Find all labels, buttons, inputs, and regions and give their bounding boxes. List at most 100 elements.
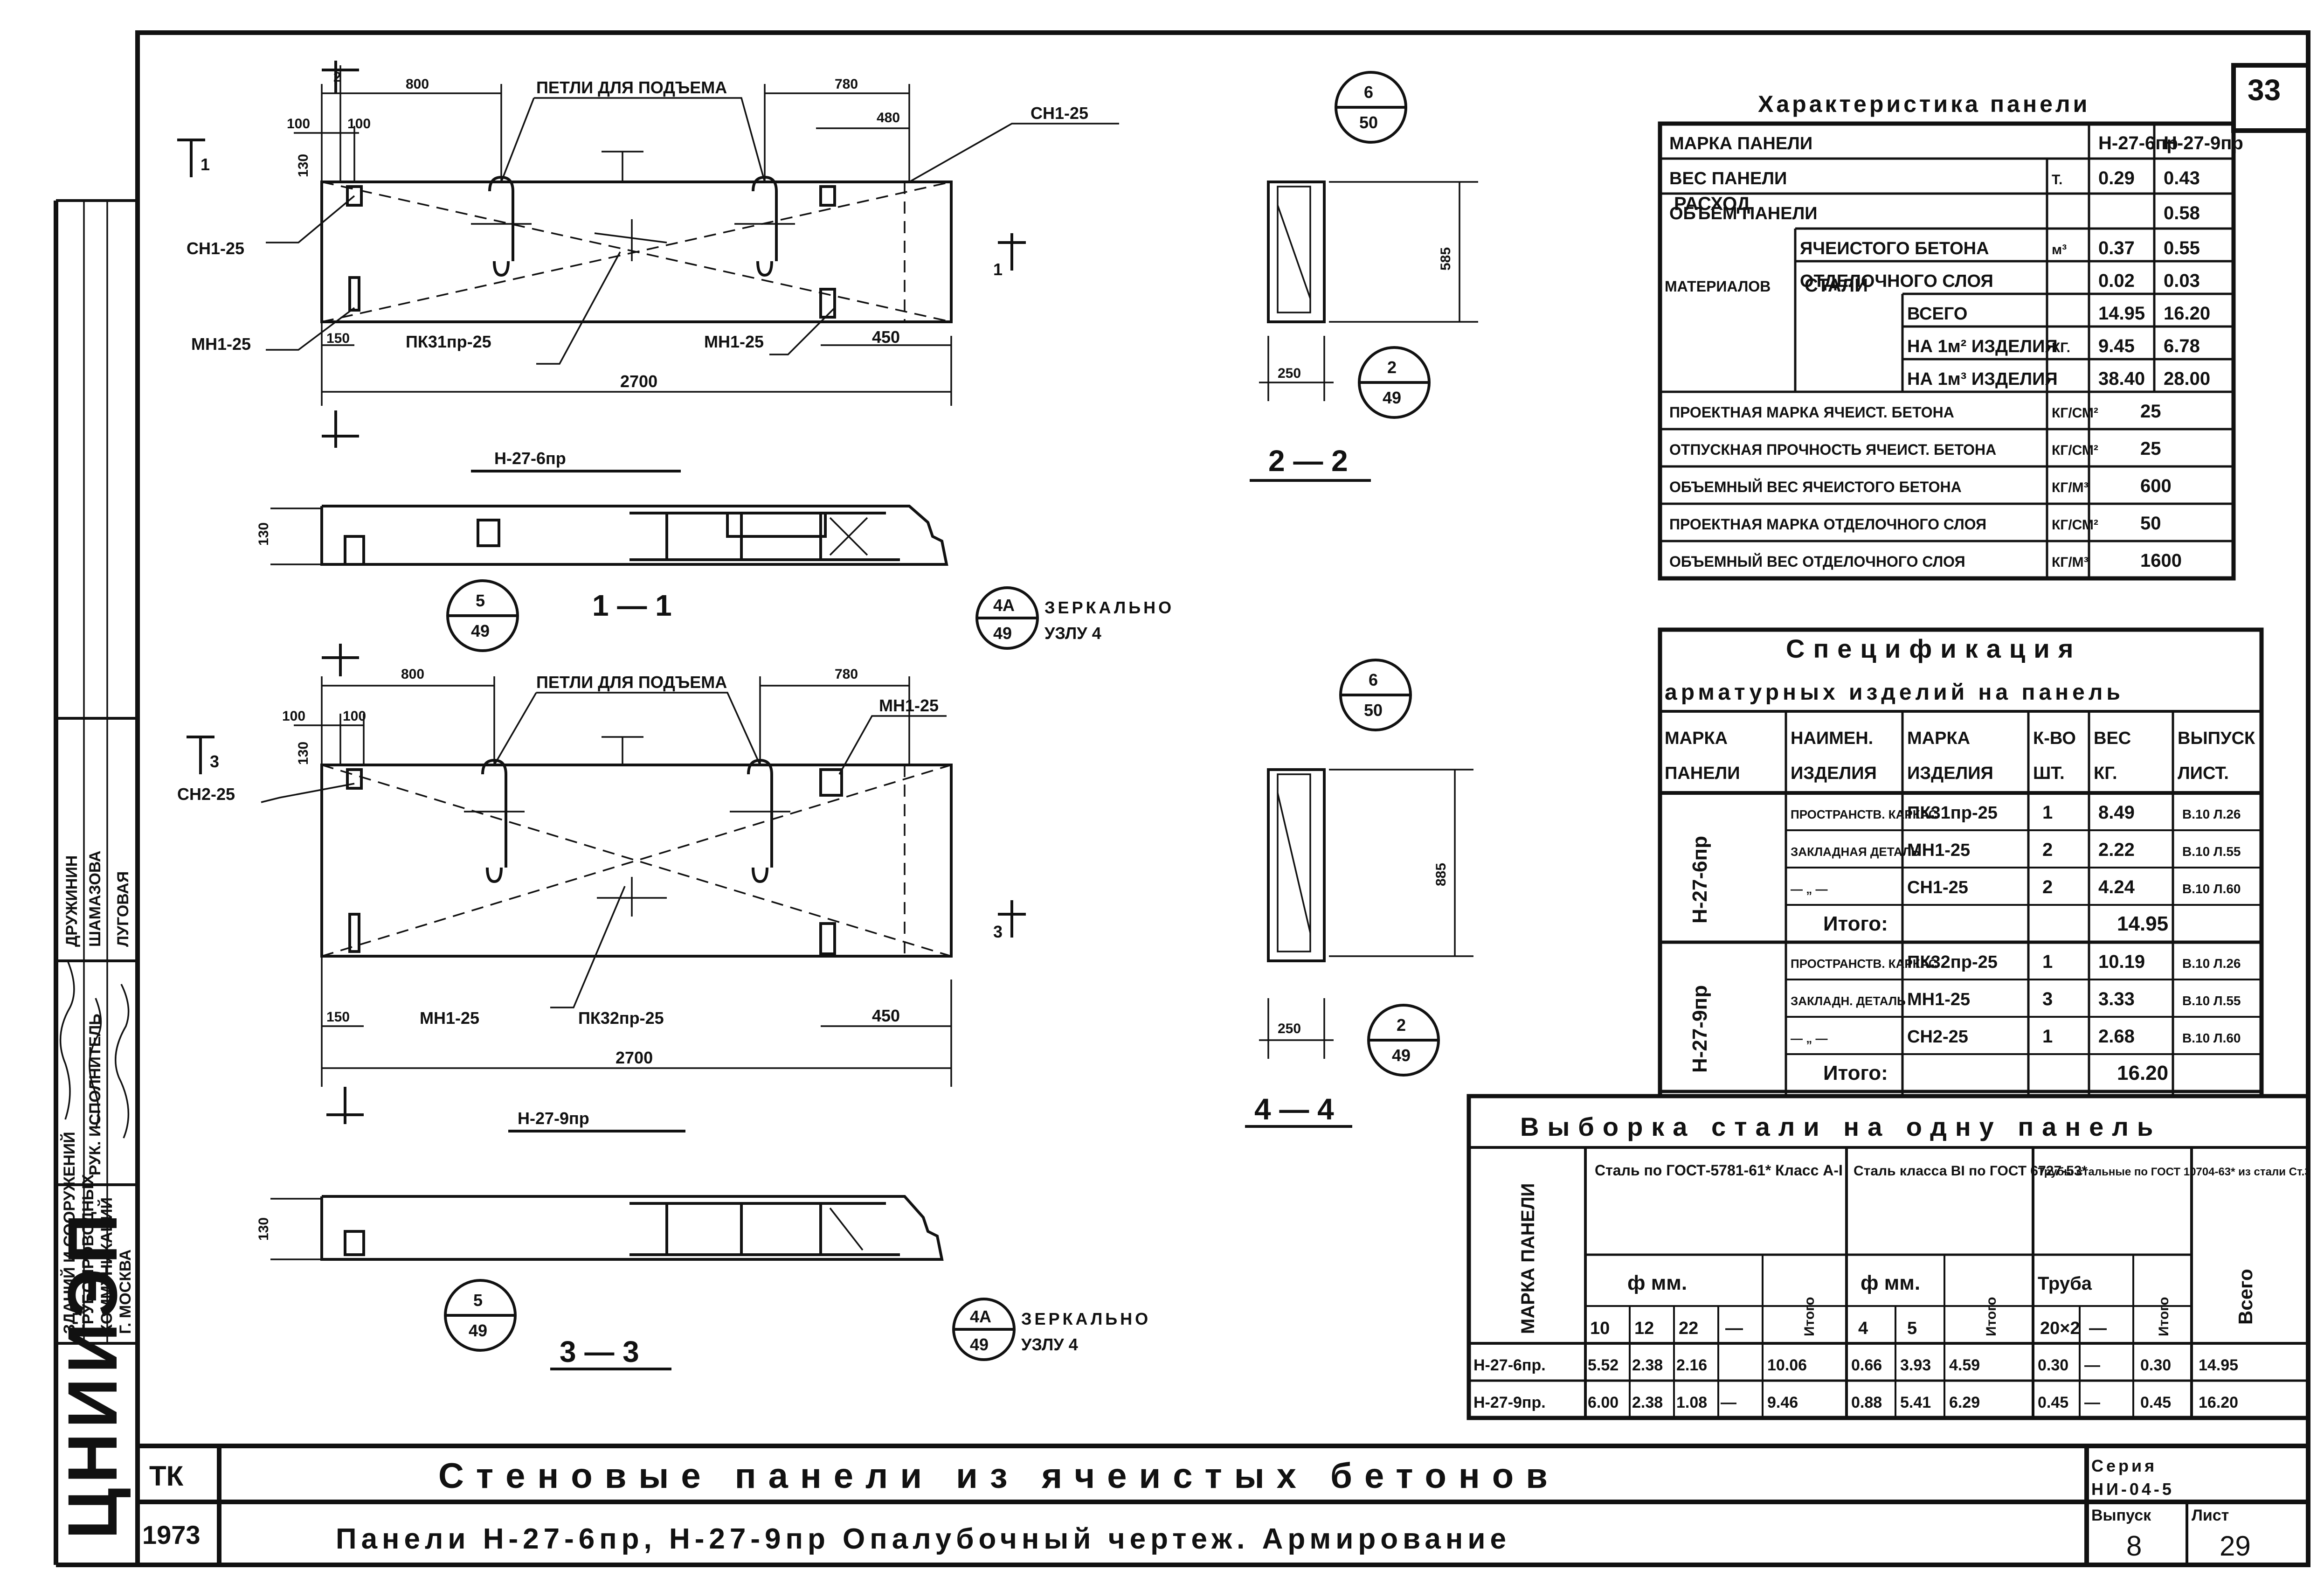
bubble-text: 2 [1387, 358, 1397, 377]
steel-grp1: Сталь по ГОСТ-5781-61* Класс А-I [1595, 1162, 1843, 1179]
left-stamp: ЦНИИЭП ЗДАНИЙ И СООРУЖЕНИЙ ТРУБОПРОВОДНЫ… [53, 201, 138, 1539]
node-text-top: УЗЛУ 4 [1044, 624, 1101, 643]
spec-title: Спецификация [1786, 634, 2082, 663]
steel-cell: 0.88 [1851, 1394, 1882, 1411]
steel-grp2: Сталь класса ВI по ГОСТ 6727-53* [1854, 1163, 2087, 1179]
spec-item-weight: 3.33 [2098, 989, 2135, 1009]
bubble-4a-49-bottom: 4А 49 ЗЕРКАЛЬНО УЗЛУ 4 [952, 1298, 1151, 1361]
dim-885: 885 [1433, 863, 1449, 886]
p2-dim-780: 780 [835, 667, 858, 682]
tb-sheet-value: 29 [2220, 1530, 2251, 1562]
p1-dim-2700: 2700 [620, 372, 657, 391]
p1-dim-100b: 100 [347, 116, 371, 132]
panel2-loop-right [730, 758, 790, 883]
char-row-val2: Н-27-9пр [2164, 133, 2243, 153]
panel2-mn1-top [819, 768, 843, 797]
stamp-name-3: ЛУГОВАЯ [114, 871, 132, 947]
mirror-text-bottom: ЗЕРКАЛЬНО [1021, 1309, 1151, 1328]
p2-dim-100b: 100 [343, 709, 366, 724]
p2-label-pk: ПК32пр-25 [578, 1008, 664, 1028]
dim-585: 585 [1438, 247, 1453, 271]
p1-side-dim: 130 [256, 522, 271, 546]
p1-dim-150: 150 [326, 331, 350, 346]
char-row-label: ОТДЕЛОЧНОГО СЛОЯ [1800, 271, 1993, 291]
p1-dim-480: 480 [877, 110, 900, 125]
steel-phi-2: ф мм. [1861, 1271, 1920, 1294]
spec-item-mark: ПК32пр-25 [1907, 952, 1998, 972]
spec-group-mark: Н-27-6пр [1688, 836, 1711, 924]
char-table-border [1658, 121, 2236, 581]
p2-dim-2700: 2700 [616, 1048, 653, 1067]
char-row-unit: КГ/СМ² [2052, 443, 2098, 458]
panel1-ch1-left [346, 185, 363, 207]
spec-item-mark: СН2-25 [1907, 1027, 1968, 1047]
panel1-ch1-right [819, 185, 836, 207]
spec-header: ВЕС [2094, 729, 2131, 748]
steel-cell: — [2084, 1394, 2100, 1411]
p1-cut-mark2: 1 [993, 260, 1003, 279]
spec-item-name: — „ — [1791, 882, 1827, 896]
steel-sub-header: 10 [1590, 1319, 1610, 1338]
sheet-number: 33 [2248, 73, 2281, 107]
steel-cell: 1.08 [1676, 1394, 1707, 1411]
panel2-ch2-left [346, 768, 363, 790]
panel2-mn1-left [348, 913, 360, 953]
steel-cell: 16.20 [2199, 1394, 2238, 1411]
steel-cell: 6.00 [1588, 1394, 1618, 1411]
steel-itogo-3: Итого [2156, 1297, 2172, 1336]
p1-cut-mark: 1 [201, 155, 210, 174]
steel-cell: 5.52 [1588, 1356, 1618, 1374]
char-row-val2: 6.78 [2164, 336, 2200, 356]
bubble-5-49-top: 5 49 [446, 579, 519, 652]
steel-sub-header: — [2089, 1319, 2107, 1338]
steel-sub-header: — [1725, 1319, 1743, 1338]
tb-sheet-label: Лист [2192, 1507, 2229, 1524]
steel-itogo-2: Итого [1984, 1297, 1999, 1336]
char-row-label: ПРОЕКТНАЯ МАРКА ОТДЕЛОЧНОГО СЛОЯ [1669, 516, 1986, 533]
tb-series-label: Серия [2091, 1456, 2157, 1475]
char-row-label: ОБЪЕМ ПАНЕЛИ [1669, 204, 1818, 223]
spec-item-name: ЗАКЛАДН. ДЕТАЛЬ [1791, 994, 1906, 1008]
steel-cell: 9.46 [1767, 1394, 1798, 1411]
tb-tk: ТК [149, 1460, 184, 1492]
panel1-mn1-right [819, 288, 836, 319]
char-row-unit: КГ/М³ [2052, 555, 2089, 570]
steel-cell: 0.45 [2038, 1394, 2068, 1411]
steel-cell: 0.30 [2140, 1356, 2171, 1374]
dim-250a: 250 [1278, 366, 1301, 381]
steel-grp3: Трубы стальные по ГОСТ 10704-63* из стал… [2038, 1166, 2311, 1178]
spec-item-weight: 2.68 [2098, 1026, 2135, 1047]
spec-item-qty: 2 [2042, 840, 2053, 860]
steel-cell: 0.30 [2038, 1356, 2068, 1374]
tb-issue-label: Выпуск [2091, 1507, 2151, 1524]
spec-item-mark: СН1-25 [1907, 878, 1968, 897]
spec-header: К-ВО [2033, 729, 2076, 748]
char-row-unit: Т. [2052, 172, 2062, 188]
p2-dim-800: 800 [401, 667, 424, 682]
char-row-val1: 0.02 [2098, 271, 2135, 291]
steel-cell: 0.66 [1851, 1356, 1882, 1374]
spec-header: КГ. [2094, 764, 2117, 783]
spec-group-mark: Н-27-9пр [1688, 985, 1711, 1073]
steel-itogo-1: Итого [1802, 1297, 1817, 1336]
spec-item-ref: В.10 Л.60 [2182, 1031, 2241, 1045]
char-row-label: МАРКА ПАНЕЛИ [1669, 134, 1812, 153]
p2-dim-450: 450 [872, 1006, 900, 1025]
bubble-text: 4А [993, 596, 1015, 615]
steel-sub-header: 5 [1907, 1319, 1917, 1338]
tb-title-main: Стеновые панели из ячеистых бетонов [438, 1456, 1560, 1496]
p1-label-mn1-left: МН1-25 [191, 334, 251, 354]
spec-subtitle: арматурных изделий на панель [1665, 680, 2124, 705]
panel1-loop-right [734, 175, 795, 277]
section-4-4: 6 50 885 250 2 49 4 — 4 [1245, 659, 1473, 1128]
steel-cell: 2.16 [1676, 1356, 1707, 1374]
p2-label-mn1-top: МН1-25 [879, 696, 939, 715]
steel-sub-header: 22 [1679, 1319, 1698, 1338]
steel-cell: 10.06 [1767, 1356, 1807, 1374]
char-stali: СТАЛИ [1805, 275, 1868, 296]
char-row-val2: 0.58 [2164, 203, 2200, 223]
stamp-name-2: ШАМАЗОВА [86, 851, 104, 947]
p2-dim-150: 150 [326, 1009, 350, 1025]
spec-item-mark: МН1-25 [1907, 841, 1970, 860]
steel-col-mark: МАРКА ПАНЕЛИ [1518, 1183, 1538, 1334]
